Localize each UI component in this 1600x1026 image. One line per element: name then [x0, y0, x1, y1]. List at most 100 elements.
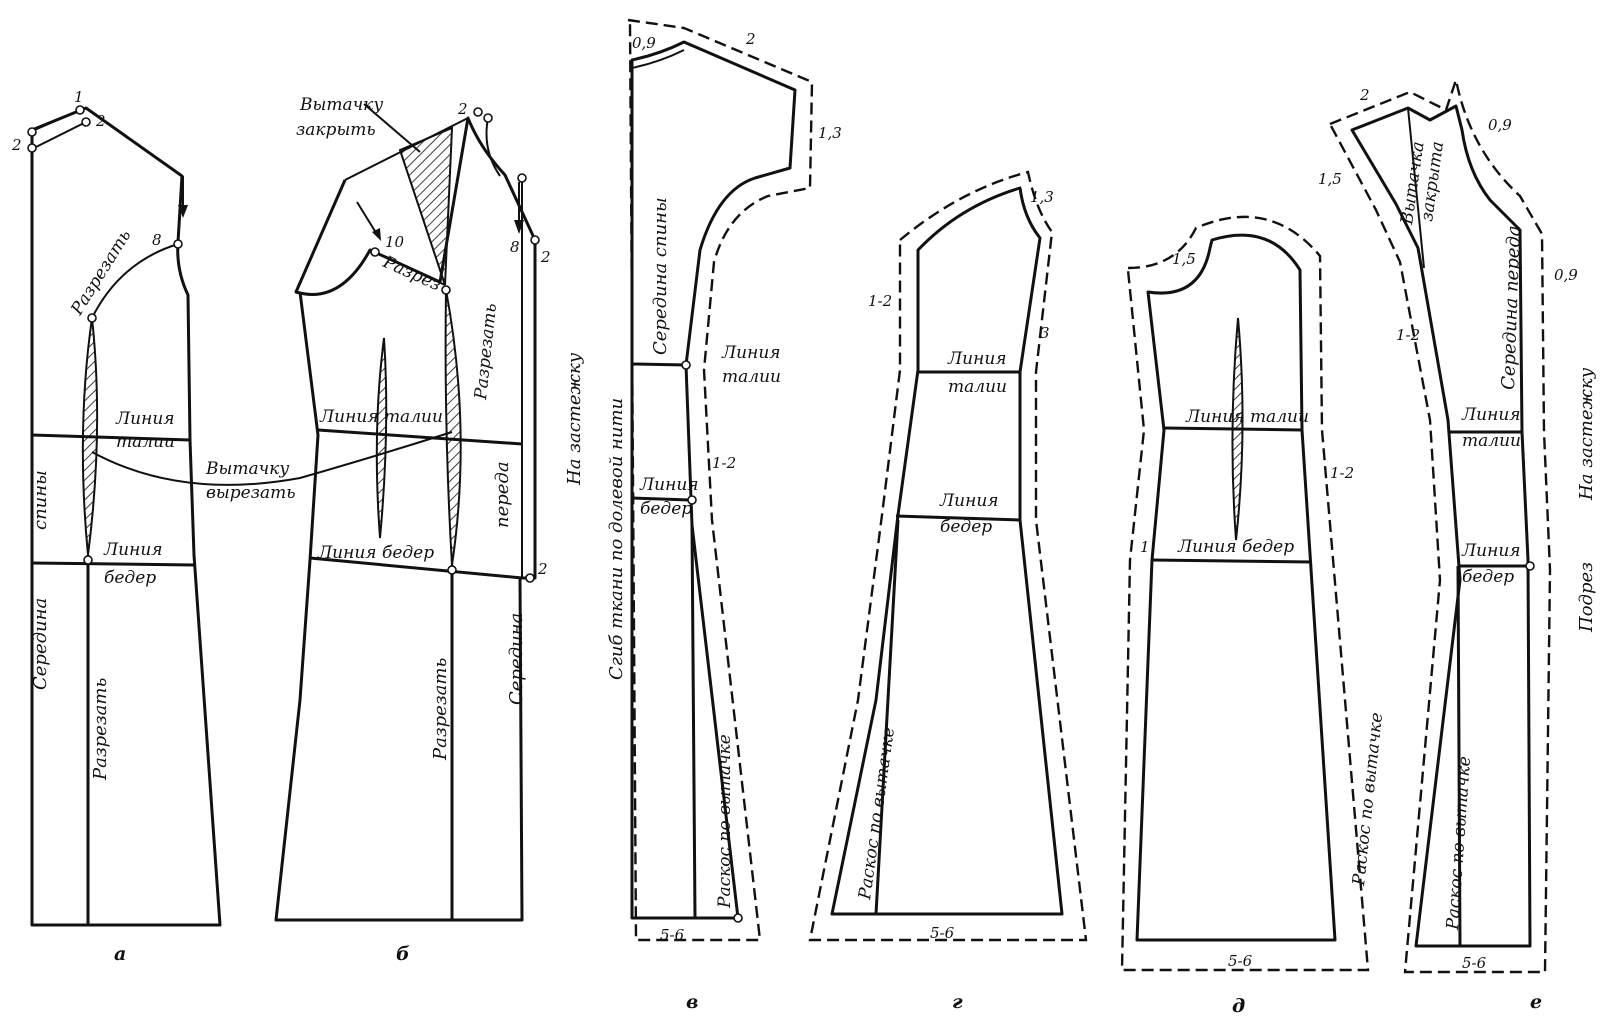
figure-d-point-12-label: 1-2 — [1330, 464, 1354, 482]
figure-a-point-2l2 — [27, 143, 37, 153]
figure-b-caption: б — [396, 943, 410, 965]
figure-b-close-dart-pointer — [363, 103, 421, 153]
figure-a-hips-line — [31, 561, 195, 567]
figure-v-hips-label-2: бедер — [640, 499, 692, 519]
figure-a-cut-bottom-label: Разрезать — [90, 678, 111, 781]
figure-d-hips-line — [1151, 558, 1313, 564]
figure-g-waist-label-1: Линия — [947, 349, 1007, 369]
figure-d-hips-label: Линия бедер — [1177, 537, 1294, 557]
figure-e-point-09a-label: 0,9 — [1488, 116, 1512, 134]
figure-e-point-hip — [1525, 561, 1535, 571]
figure-b-point-10 — [370, 247, 380, 257]
figure-g-hips-label-1: Линия — [939, 491, 999, 511]
figure-b-closure-label: На застежку — [564, 352, 585, 486]
figure-e-hips-label-2: бедер — [1462, 567, 1514, 587]
figure-e-point-2-label: 2 — [1359, 86, 1370, 104]
figure-a-point-2r — [81, 117, 91, 127]
cut-out-dart-pointer — [91, 431, 453, 486]
figure-e-hips-label-1: Линия — [1461, 541, 1521, 561]
figure-a-waist-label-1: Линия — [115, 409, 175, 429]
figure-d: 1,5 1-2 1 5-6 Линия талии Линия бедер Ра… — [1120, 215, 1387, 1017]
figure-e-dart-closed-line — [1407, 107, 1425, 269]
figure-v-hips-line — [631, 496, 691, 502]
figure-a-hips-label-2: бедер — [104, 568, 156, 588]
figure-v-slope-label: Раскос по вытачке — [715, 734, 735, 909]
figure-b-cut-bottom-label: Разрезать — [430, 658, 451, 761]
figure-b-point-2b-label: 2 — [540, 248, 551, 266]
figure-v-neck-line — [631, 49, 685, 69]
figure-g-slope-line — [874, 519, 900, 915]
figure-g-point-12-label: 1-2 — [868, 292, 892, 310]
cut-out-dart-label-1: Вытачку — [205, 459, 289, 479]
figure-b-point-2b — [483, 113, 493, 123]
shared-annotation: Вытачку вырезать — [91, 431, 453, 503]
figure-b-hips-label: Линия бедер — [317, 543, 434, 563]
figure-b-point-10-label: 10 — [385, 233, 405, 251]
figure-d-point-15-label: 1,5 — [1172, 250, 1196, 268]
figure-b-close-dart-label-1: Вытачку — [299, 95, 383, 115]
figure-g-hips-line — [895, 514, 1021, 522]
figure-v-point-hip — [687, 495, 697, 505]
figure-b-point-2c-label: 2 — [537, 560, 548, 578]
figure-v-waist-label-1: Линия — [721, 343, 781, 363]
figure-b-neck-inner — [485, 117, 501, 177]
figure-b-point-hip-r — [525, 573, 535, 583]
figure-g-point-56-label: 5-6 — [930, 924, 955, 942]
figure-b-point-8-label: 8 — [510, 238, 520, 256]
figure-a-point-8 — [173, 239, 183, 249]
figure-g-waist-label-2: талии — [948, 377, 1007, 397]
figure-e-seam-allowance — [1328, 75, 1552, 974]
figure-e-waist-label-1: Линия — [1461, 405, 1521, 425]
figure-v-slope-line — [690, 524, 697, 919]
figure-b-center-label-1: Середина — [506, 613, 527, 705]
figure-a-point-1 — [75, 105, 85, 115]
figure-a-hips-label-1: Линия — [103, 540, 163, 560]
figure-b-point-dart — [441, 285, 451, 295]
figure-a-center-label-1: Середина — [30, 598, 51, 690]
figure-b-center-label-2: переда — [492, 461, 513, 528]
figure-v: 0,9 2 1,3 1-2 5-6 Сгиб ткани по долевой … — [606, 18, 842, 1013]
figure-d-outline — [1135, 233, 1337, 942]
figure-d-seam-allowance — [1120, 215, 1370, 972]
figure-g-outline — [830, 186, 1064, 916]
figure-b-hips-line — [309, 556, 523, 580]
figure-v-caption: в — [686, 991, 698, 1013]
figure-g-slope-label: Раскос по вытачке — [855, 726, 899, 902]
figure-e-outline — [1350, 104, 1532, 948]
figure-v-waist-label-2: талии — [722, 367, 781, 387]
figure-e-slope-line — [1456, 565, 1462, 947]
figure-b-close-dart-label-2: закрыть — [296, 120, 376, 140]
figure-a-neck-line-2 — [29, 109, 81, 133]
figure-b-cut-to-dart — [369, 249, 446, 286]
figure-b-arrow2-head — [372, 228, 381, 241]
figure-v-point-56-label: 5-6 — [660, 926, 685, 944]
figure-a-outline — [30, 106, 222, 927]
figure-a: 1 2 2 8 Разрезать Линия талии Линия беде… — [11, 88, 222, 965]
figure-d-point-1-label: 1 — [1140, 538, 1150, 556]
figure-b: 2 8 2 10 2 Вытачку закрыть Разрез Разрез… — [274, 95, 585, 965]
figure-e-point-09b-label: 0,9 — [1554, 266, 1578, 284]
figure-a-point-1-label: 1 — [74, 88, 84, 106]
figure-b-arrow2-line — [356, 201, 379, 237]
figure-v-point-2-label: 2 — [745, 30, 756, 48]
figure-a-dart — [81, 317, 99, 556]
figure-b-waist-label: Линия талии — [319, 407, 443, 427]
figure-a-waist-line — [31, 433, 191, 442]
figure-a-armhole-cut — [91, 243, 179, 319]
figure-a-point-2r-label: 2 — [95, 112, 106, 130]
figure-g-caption: г — [952, 991, 963, 1013]
figure-a-point-2l-label: 2 — [11, 136, 22, 154]
figure-d-waist-label: Линия талии — [1185, 407, 1309, 427]
figure-b-point-2-label: 2 — [457, 100, 468, 118]
figure-b-arrow-head — [514, 220, 524, 234]
figure-b-point-arm — [530, 235, 540, 245]
figure-b-cut-side-label: Разрезать — [471, 302, 501, 401]
figure-v-point-09-label: 0,9 — [632, 34, 656, 52]
figure-a-point-dart-top — [87, 313, 97, 323]
figure-b-waist-line — [317, 428, 523, 446]
figure-v-hips-label-1: Линия — [639, 475, 699, 495]
figure-a-arrow-head — [178, 205, 188, 218]
figure-a-center-label-2: спины — [30, 470, 51, 530]
figure-v-point-waist — [681, 360, 691, 370]
